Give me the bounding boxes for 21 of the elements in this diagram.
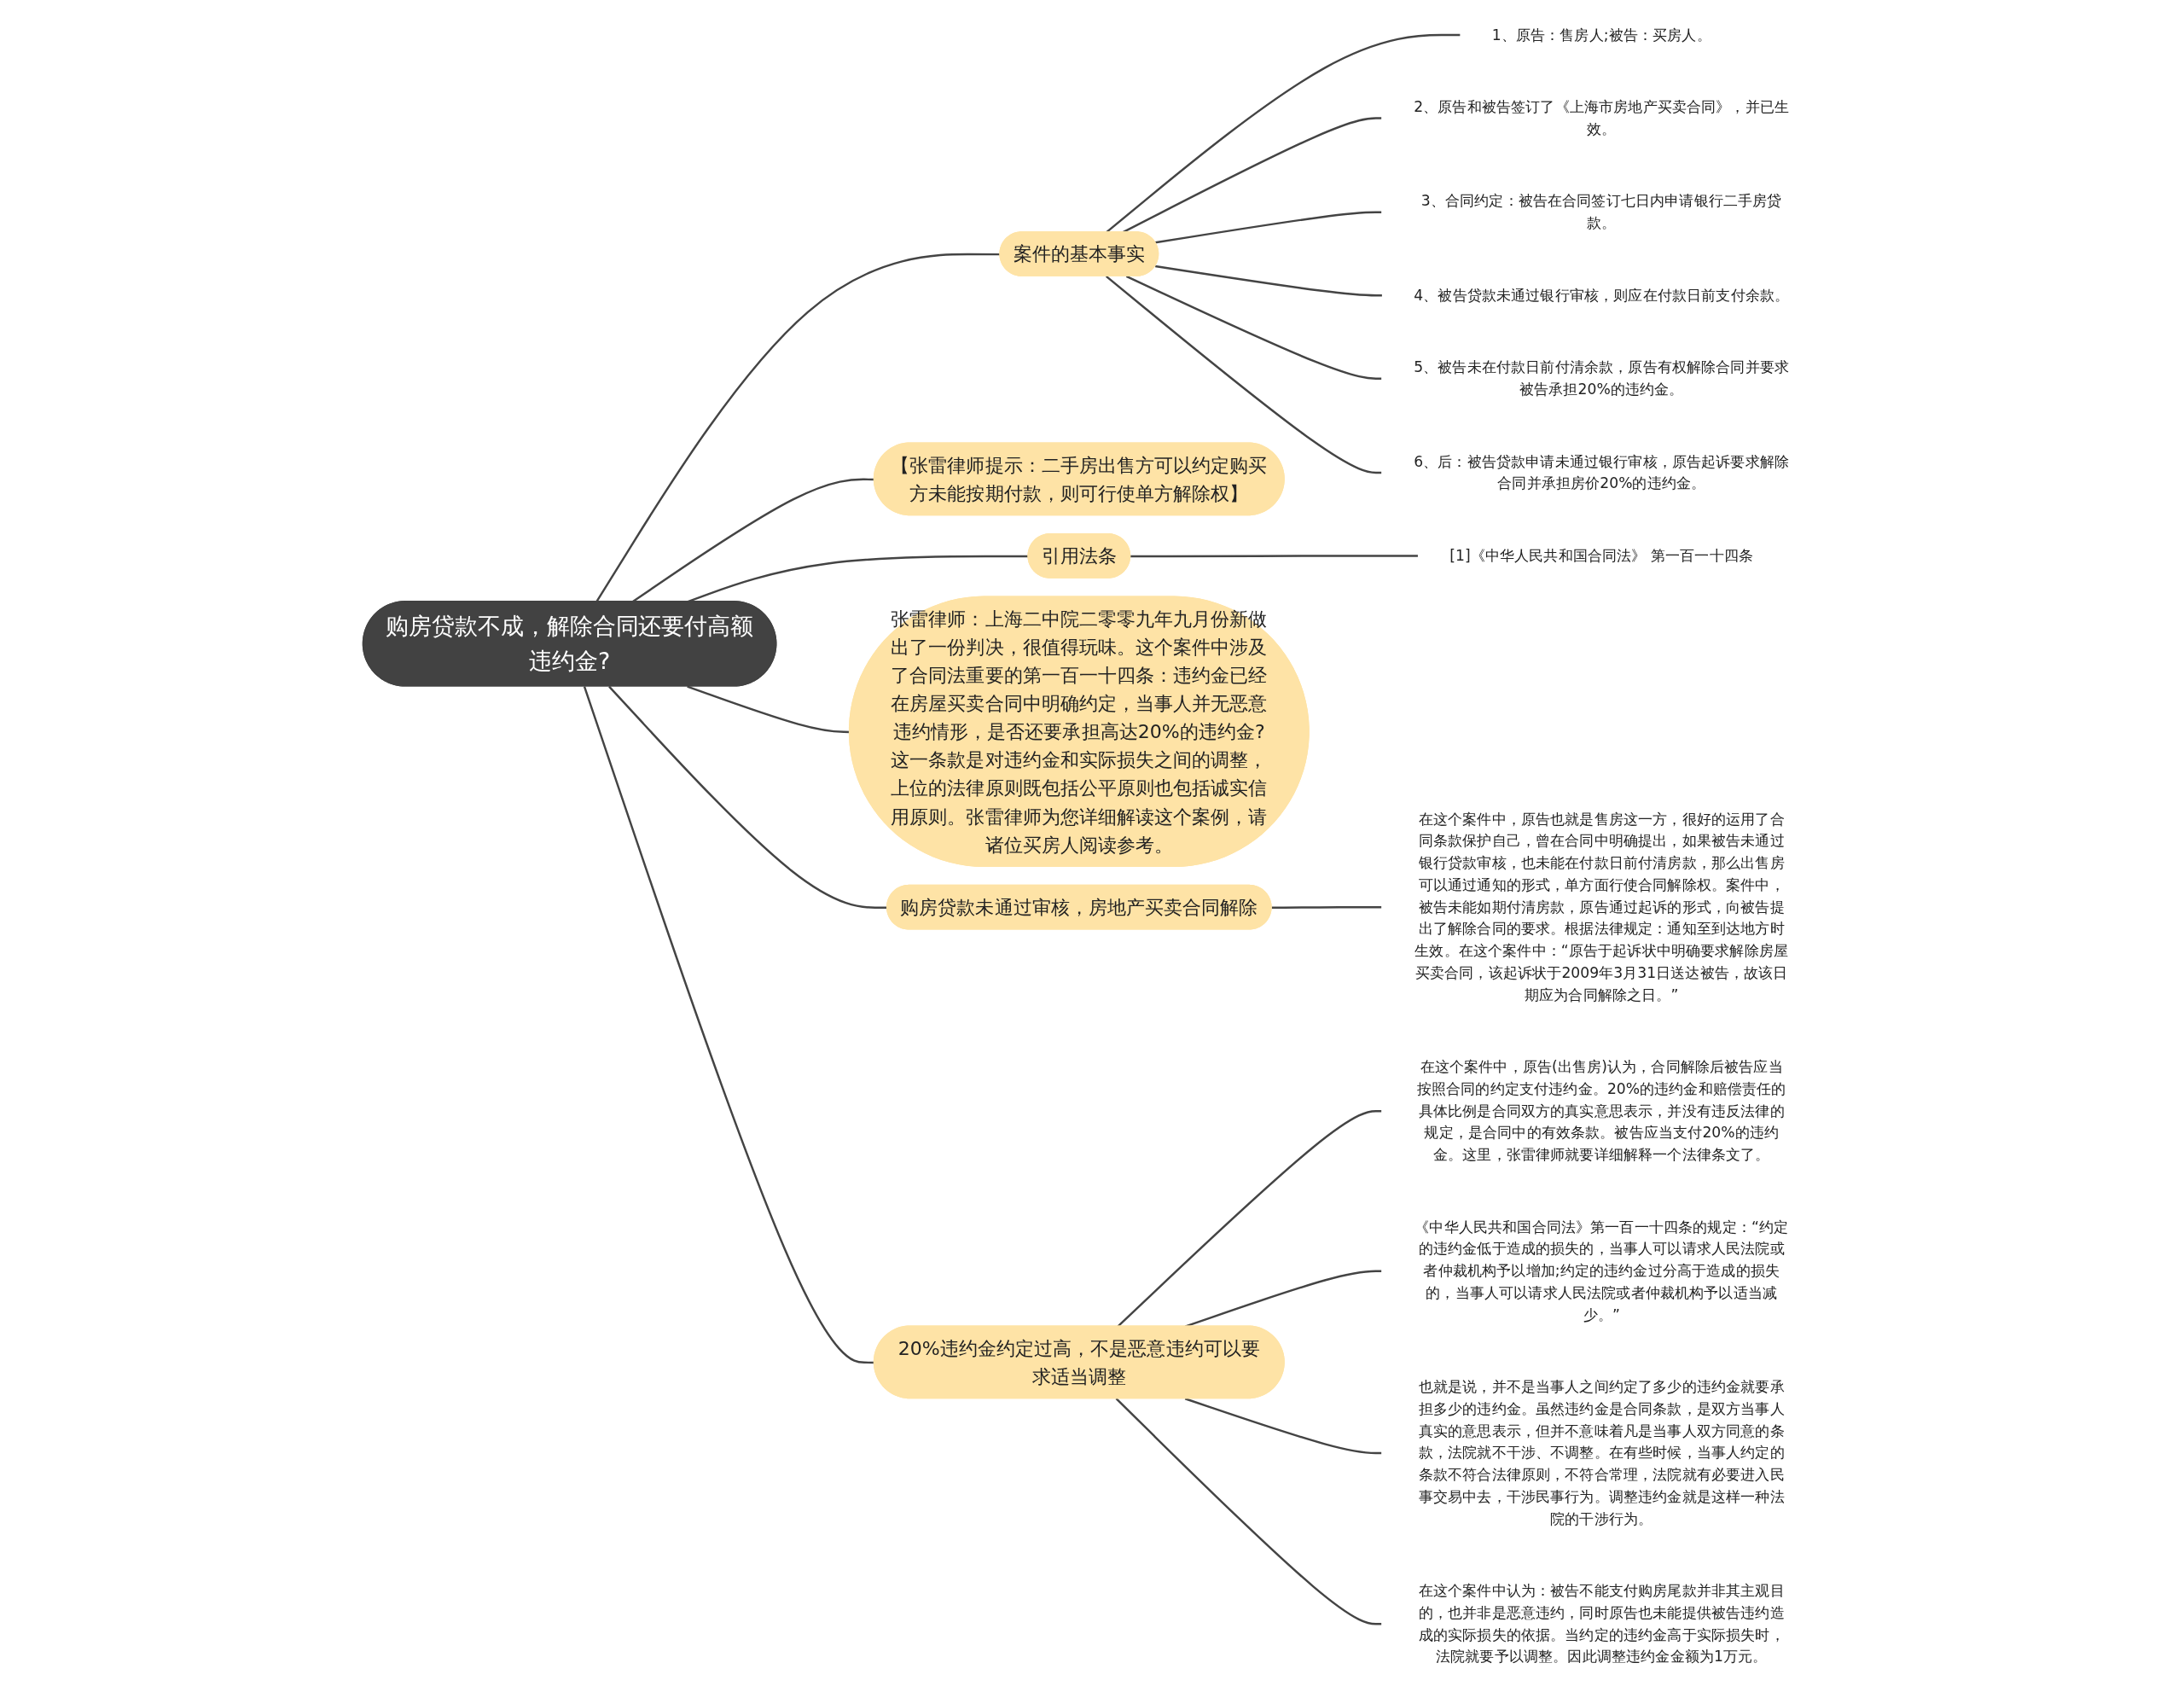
- node-text: 在这个案件中，原告也就是售房这一方，很好的运用了合同条款保护自己，曾在合同中明确提出，如果被告未通过银行贷款审核，也未能在付款日前付清房款，那么出售房可以通过通知的形式，单方面行使合同解除权。案件中，被告未能如期付清房款，原告通过起诉的形式，向被告提出了解除合同的要求。根据法律规定：通知至到达地方时生效。在这个案件中：“原告于起诉状中明确要求解除房屋买卖合同，该起诉状于2009年3月31日送达被告，故该日期应为合同解除之日。”: [1414, 810, 1789, 1003]
- connector: [1105, 275, 1382, 474]
- node-text: 在这个案件中认为：被告不能支付购房尾款并非其主观目的，也并非是恶意违约，同时原告也未能提供被告违约造成的实际损失的依据。当约定的违约金高于实际损失时，法院就要予以调整。因此调整违约金金额为1万元。: [1418, 1582, 1785, 1666]
- node-text: 2、原告和被告签订了《上海市房地产买卖合同》，并已生效。: [1414, 98, 1790, 137]
- node-text: 在这个案件中，原告(出售房)认为，合同解除后被告应当按照合同的约定支付违约金。20%的违约金和赔偿责任的具体比例是合同双方的真实意思表示，并没有违反法律的规定，是合同中的有效条款。被告应当支付20%的违约金。这里，张雷律师就要详细解释一个法律条文了。: [1416, 1058, 1786, 1163]
- connector: [1125, 275, 1382, 380]
- connector: [1130, 555, 1419, 558]
- node-text: 6、后：被告贷款申请未通过银行审核，原告起诉要求解除合同并承担房价20%的违约金。: [1414, 452, 1790, 492]
- node-text: 也就是说，并不是当事人之间约定了多少的违约金就要承担多少的违约金。虽然违约金是合同条款，是双方当事人真实的意思表示，但并不意味着凡是当事人双方同意的条款，法院就不干涉、不调整。在有些时候，当事人约定的条款不符合法律原则，不符合常理，法院就有必要进入民事交易中去，干涉民事行为。调整违约金就是这样一种法院的干涉行为。: [1418, 1378, 1785, 1527]
- node-text: 4、被告贷款未通过银行审核，则应在付款日前支付余款。: [1414, 286, 1790, 304]
- connector: [1155, 211, 1382, 244]
- node-text: 1、原告：售房人;被告：买房人。: [1491, 26, 1711, 44]
- node-text: 《中华人民共和国合同法》第一百一十四条的规定：“约定的违约金低于造成的损失的，当事人可以请求人民法院或者仲裁机构予以增加;约定的违约金过分高于造成的损失的，当事人可以请求人民法院或者仲裁机构予以适当减少。”: [1414, 1218, 1789, 1323]
- node-text: 5、被告未在付款日前付清余款，原告有权解除合同并要求被告承担20%的违约金。: [1414, 358, 1790, 398]
- connector: [1184, 1398, 1382, 1455]
- connector: [1271, 905, 1382, 910]
- connector: [1155, 265, 1383, 297]
- node-text: 3、合同约定：被告在合同签订七日内申请银行二手房贷款。: [1420, 192, 1782, 231]
- node-text: [1]《中华人民共和国合同法》 第一百一十四条: [1449, 546, 1754, 564]
- connector: [1117, 1109, 1382, 1328]
- connector: [1115, 1398, 1382, 1625]
